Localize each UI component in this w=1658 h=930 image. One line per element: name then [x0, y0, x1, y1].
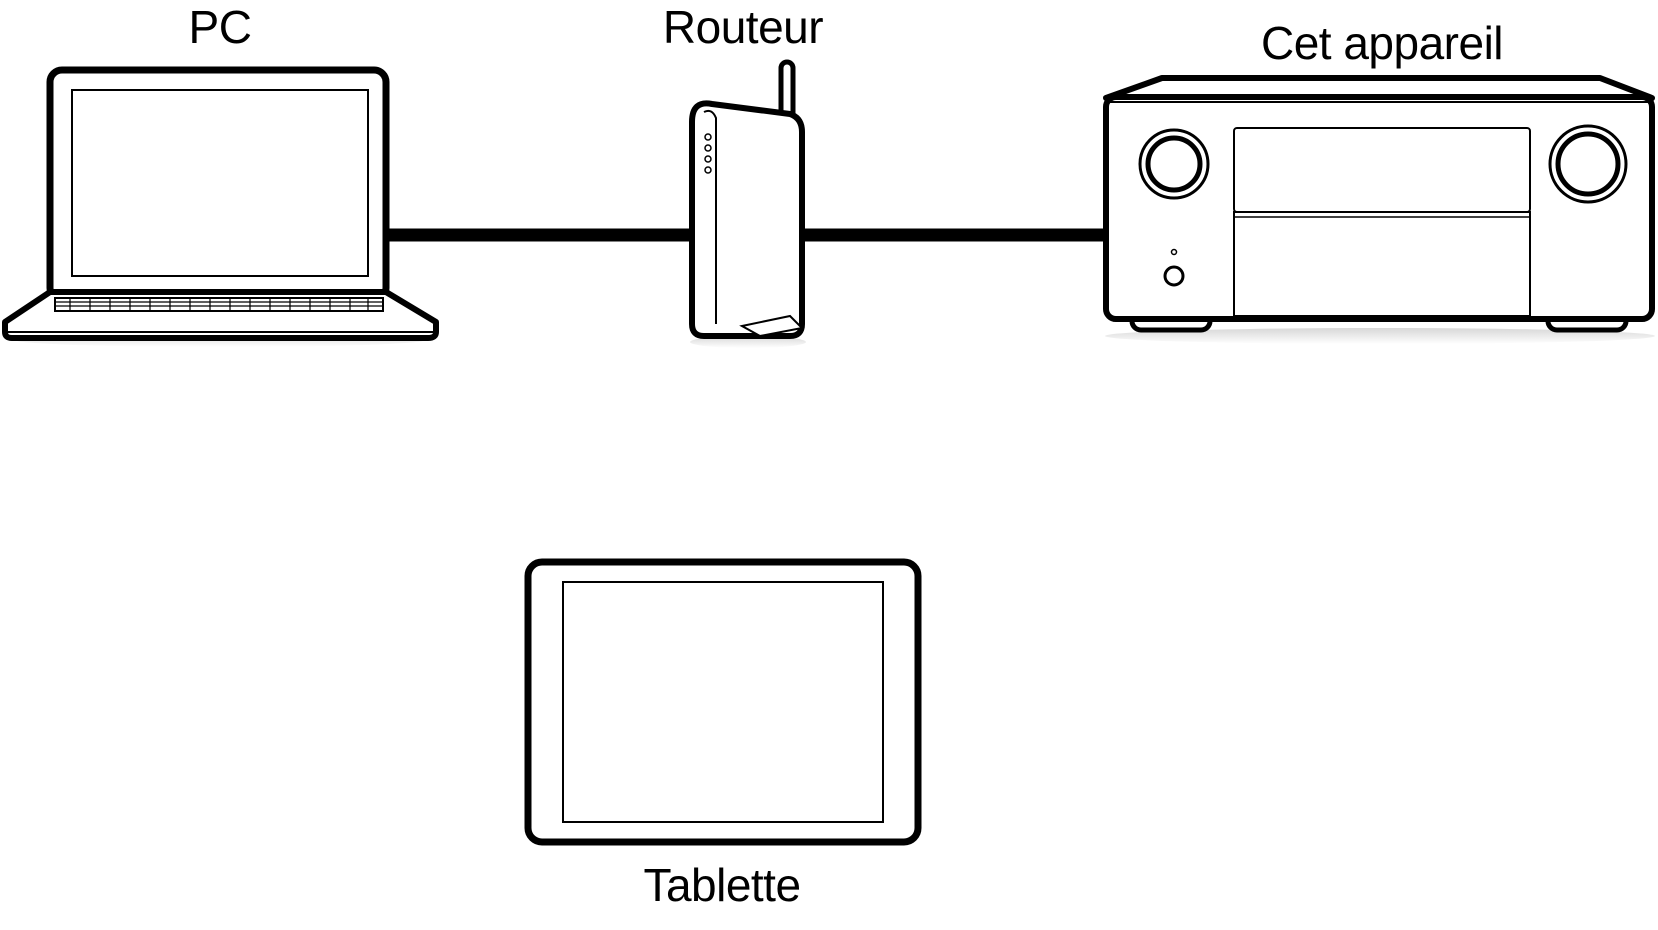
router-label: Routeur	[662, 1, 824, 53]
wireless-router-icon	[689, 59, 806, 348]
laptop-icon	[2, 66, 439, 347]
pc-label: PC	[188, 1, 252, 53]
tablet-label: Tablette	[643, 859, 801, 911]
device-label: Cet appareil	[1260, 17, 1504, 69]
tablet-icon	[524, 558, 922, 846]
av-receiver-icon	[1103, 75, 1655, 344]
